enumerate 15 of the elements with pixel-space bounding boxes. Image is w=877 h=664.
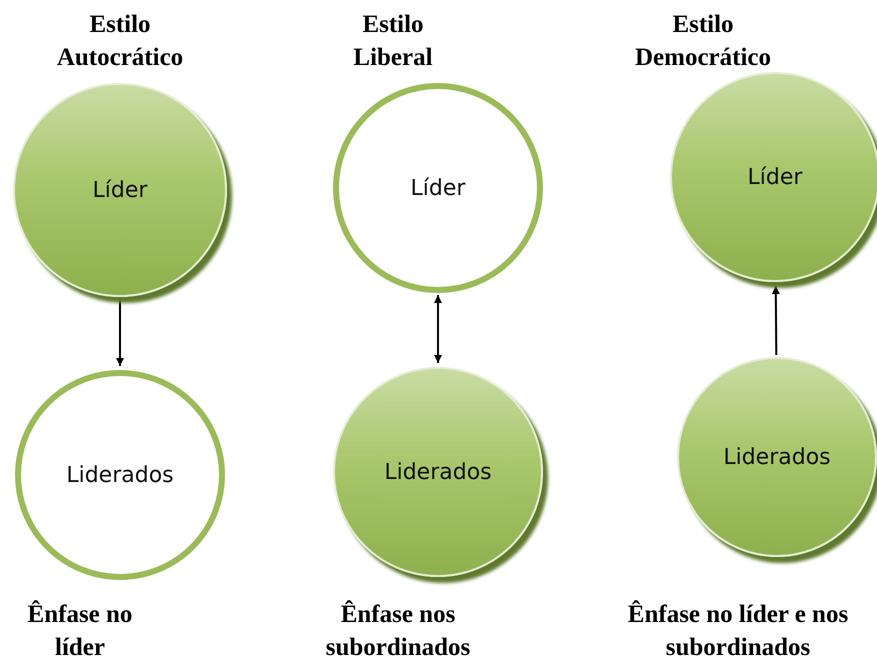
arrow (434, 295, 442, 363)
arrow (116, 299, 124, 366)
node-label: Líder (748, 164, 802, 190)
node-label: Líder (92, 178, 148, 202)
column-note: Ênfase nos subordinados (324, 599, 472, 663)
column-heading: Estilo Liberal (352, 10, 434, 73)
column-heading: Estilo Autocrático (56, 10, 184, 73)
column-note: Ênfase no líder e nos subordinados (626, 599, 850, 663)
node-label: Líder (410, 176, 466, 200)
node-label: Liderados (66, 462, 174, 488)
node-label: Liderados (723, 444, 831, 470)
node-label: Liderados (384, 460, 492, 484)
arrow (772, 286, 780, 356)
column-note: Ênfase no líder (26, 599, 134, 663)
column-heading: Estilo Democrático (634, 10, 772, 73)
